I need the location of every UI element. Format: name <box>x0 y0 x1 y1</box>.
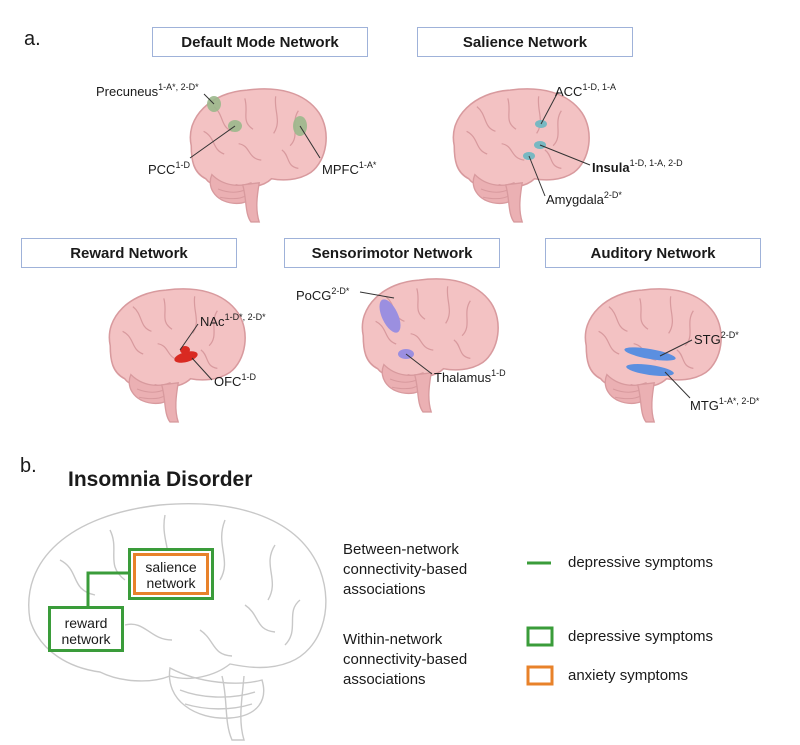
salience-network-outer-green: salience network <box>128 548 214 600</box>
between-network-line <box>86 571 130 612</box>
stg-region <box>624 347 676 361</box>
thalamus-label: Thalamus1-D <box>434 368 506 385</box>
panel-b-letter: b. <box>20 455 37 477</box>
reward-network-label: reward network <box>61 615 111 647</box>
salience-network-label: salience network <box>145 559 197 591</box>
mtg-label: MTG1-A*, 2-D* <box>690 396 760 413</box>
mpfc-label: MPFC1-A* <box>322 160 377 177</box>
stg-label: STG2-D* <box>694 330 739 347</box>
insomnia-disorder-title: Insomnia Disorder <box>68 468 253 491</box>
outline-brain <box>28 503 327 741</box>
precuneus-label: Precuneus1-A*, 2-D* <box>96 82 199 99</box>
reward-network-box: Reward Network <box>21 238 237 268</box>
default-mode-network-box: Default Mode Network <box>152 27 368 57</box>
panel-a-letter: a. <box>24 28 41 50</box>
auditory-network-box: Auditory Network <box>545 238 761 268</box>
pocg-label: PoCG2-D* <box>296 286 350 303</box>
ofc-region <box>174 351 198 363</box>
ofc-label: OFC1-D <box>214 372 256 389</box>
legend-between-depressive: depressive symptoms <box>568 554 714 571</box>
within-network-heading: Within-network connectivity-based associ… <box>343 631 468 688</box>
pcc-label: PCC1-D <box>148 160 190 177</box>
acc-label: ACC1-D, 1-A <box>555 82 616 99</box>
amygdala-label: Amygdala2-D* <box>546 190 622 207</box>
legend-within-depressive: depressive symptoms <box>568 628 714 645</box>
sensorimotor-network-box: Sensorimotor Network <box>284 238 500 268</box>
between-network-heading: Between-network connectivity-based assoc… <box>343 541 468 598</box>
legend-box-orange <box>526 665 554 686</box>
legend-box-green <box>526 626 554 647</box>
mtg-region <box>626 364 674 376</box>
reward-network-box-b: reward network <box>48 606 124 652</box>
nac-label: NAc1-D*, 2-D* <box>200 312 266 329</box>
legend-within-anxiety: anxiety symptoms <box>568 667 689 684</box>
salience-network-inner-orange: salience network <box>133 553 209 595</box>
salience-network-box: Salience Network <box>417 27 633 57</box>
pocg-region <box>379 299 401 333</box>
insula-label: Insula1-D, 1-A, 2-D <box>592 158 683 175</box>
